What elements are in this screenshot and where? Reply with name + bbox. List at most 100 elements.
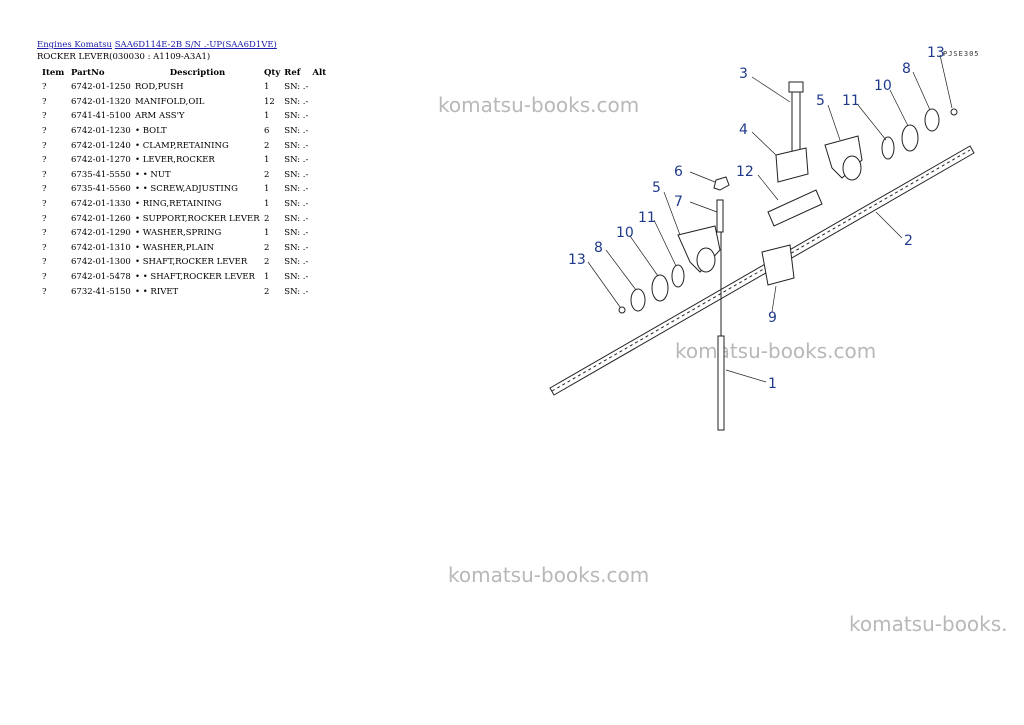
- cell-item: ?: [42, 184, 47, 195]
- page-title: ROCKER LEVER(030030 : A1109-A3A1): [37, 52, 211, 62]
- callout-label: 11: [842, 93, 860, 109]
- cell-description: • RING,RETAINING: [135, 199, 222, 210]
- cell-ref: SN: .-: [284, 140, 309, 151]
- cell-description: • • SCREW,ADJUSTING: [135, 184, 238, 195]
- cell-partno: 6742-01-1300: [71, 257, 131, 268]
- cell-ref: SN: .-: [284, 184, 309, 195]
- cell-partno: 6735-41-5560: [71, 184, 131, 195]
- washer-plain-left-part: [651, 274, 669, 302]
- cell-alt: [310, 211, 328, 226]
- header-qty: Qty: [264, 68, 281, 78]
- cell-item: ?: [42, 286, 47, 297]
- cell-ref: SN: .-: [284, 96, 309, 107]
- cell-partno: 6742-01-1240: [71, 140, 131, 151]
- clamp-part: [775, 147, 809, 183]
- cell-qty: 2: [264, 286, 270, 297]
- table-header-row: Item PartNo Description Qty Ref Alt: [38, 66, 328, 80]
- cell-item: ?: [42, 272, 47, 283]
- cell-qty: 1: [264, 199, 270, 210]
- cell-description: • • RIVET: [135, 286, 179, 297]
- cell-description: ARM ASS'Y: [135, 111, 185, 122]
- callout-label: 6: [674, 164, 683, 180]
- breadcrumb-link-engines-komatsu[interactable]: Engines Komatsu: [37, 40, 113, 50]
- cell-alt: [310, 197, 328, 212]
- callout-label: 8: [902, 61, 911, 77]
- push-rod-part: [717, 335, 725, 431]
- watermark: komatsu-books.com: [675, 339, 877, 363]
- cell-description: • BOLT: [135, 126, 167, 137]
- cell-partno: 6742-01-5478: [71, 272, 131, 283]
- cell-qty: 1: [264, 184, 270, 195]
- cell-description: • WASHER,PLAIN: [135, 242, 215, 253]
- cell-item: ?: [42, 169, 47, 180]
- cell-alt: [310, 153, 328, 168]
- header-partno: PartNo: [71, 68, 105, 78]
- cell-item: ?: [42, 257, 47, 268]
- washer-plain-right-part: [901, 124, 919, 152]
- adjusting-screw-part: [716, 199, 724, 233]
- cell-alt: [310, 138, 328, 153]
- cell-qty: 12: [264, 96, 275, 107]
- callout-label: 8: [594, 240, 603, 256]
- cell-ref: SN: .-: [284, 199, 309, 210]
- cell-alt: [310, 255, 328, 270]
- cell-item: ?: [42, 199, 47, 210]
- callout-label: 2: [904, 233, 913, 249]
- callout-label: 10: [874, 78, 892, 94]
- cell-qty: 2: [264, 257, 270, 268]
- rivet-left-part: [618, 306, 626, 314]
- cell-ref: SN: .-: [284, 169, 309, 180]
- cell-item: ?: [42, 155, 47, 166]
- cell-description: • • NUT: [135, 169, 171, 180]
- cell-item: ?: [42, 213, 47, 224]
- cell-alt: [310, 95, 328, 110]
- breadcrumb-link-model[interactable]: SAA6D114E-2B S/N .-UP(SAA6D1VE): [114, 40, 277, 50]
- callout-label: 9: [768, 310, 777, 326]
- parts-table: Item PartNo Description Qty Ref Alt ?674…: [38, 66, 328, 299]
- cell-alt: [310, 80, 328, 95]
- cell-description: • • SHAFT,ROCKER LEVER: [135, 272, 255, 283]
- cell-partno: 6742-01-1270: [71, 155, 131, 166]
- bolt-part: [791, 81, 801, 161]
- cell-ref: SN: .-: [284, 155, 309, 166]
- cell-ref: SN: .-: [284, 82, 309, 93]
- cell-partno: 6742-01-1230: [71, 126, 131, 137]
- table-row: ? 6742-01-5478 • • SHAFT,ROCKER LEVER 1 SN: …: [38, 270, 328, 285]
- cell-ref: SN: .-: [284, 286, 309, 297]
- cell-alt: [310, 124, 328, 139]
- cell-partno: 6742-01-1310: [71, 242, 131, 253]
- cell-description: MANIFOLD,OIL: [135, 96, 205, 107]
- cell-description: • CLAMP,RETAINING: [135, 140, 229, 151]
- cell-qty: 1: [264, 82, 270, 93]
- rivet-right-part: [950, 108, 958, 116]
- cell-qty: 6: [264, 126, 270, 137]
- cell-ref: SN: .-: [284, 242, 309, 253]
- cell-qty: 1: [264, 228, 270, 239]
- cell-partno: 6732-41-5150: [71, 286, 131, 297]
- cell-item: ?: [42, 140, 47, 151]
- support-part: [761, 244, 795, 286]
- cell-description: • LEVER,ROCKER: [135, 155, 215, 166]
- header-description: Description: [169, 68, 226, 78]
- callout-label: 10: [616, 225, 634, 241]
- cell-qty: 1: [264, 155, 270, 166]
- callout-label: 12: [736, 164, 754, 180]
- nut-part: [713, 176, 730, 191]
- cell-qty: 1: [264, 272, 270, 283]
- cell-ref: SN: .-: [284, 272, 309, 283]
- cell-alt: [310, 109, 328, 124]
- table-row: ? 6735-41-5560 • • SCREW,ADJUSTING 1 SN: .-: [38, 182, 328, 197]
- drawing-code: PJSE305: [943, 50, 980, 58]
- callout-label: 4: [739, 122, 748, 138]
- cell-item: ?: [42, 126, 47, 137]
- cell-description: ROD,PUSH: [135, 82, 184, 93]
- header-ref: Ref: [284, 68, 301, 78]
